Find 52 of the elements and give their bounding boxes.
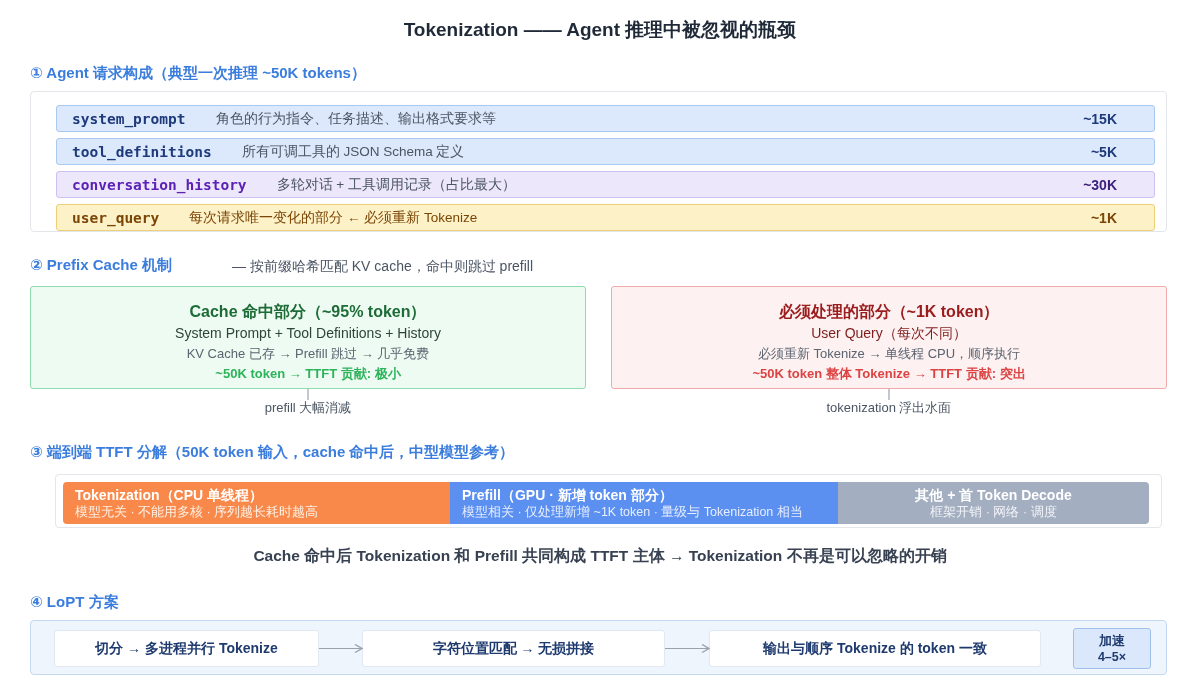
card-highlight: ~50K token 整体 Tokenize → TTFT 贡献: 突出 [752,365,1026,383]
caption-text: tokenization 浮出水面 [826,400,952,416]
section-note: — 按前缀哈希匹配 KV cache，命中则跳过 prefill [232,257,534,275]
field-name: tool_definitions [72,143,212,160]
summary-text: Cache 命中后 Tokenization 和 Prefill 共同构成 TTFT 主体 → Tokenization 不再是可以忽略的开销 [253,546,947,566]
card-highlight: ~50K token → TTFT 贡献: 极小 [215,365,401,383]
arrow [318,643,363,654]
bar-note: 框架开销 · 网络 · 调度 [930,503,1057,520]
card-heading: 必须处理的部分（~1K token） [778,302,1000,322]
card-heading: Cache 命中部分（~95% token） [189,302,427,322]
card-text: 必须重新 Tokenize → 单线程 CPU，顺序执行 [757,345,1021,363]
info-card [30,286,586,389]
page-title: Tokenization —— Agent 推理中被忽视的瓶颈 [403,18,797,42]
field-name: system_prompt [72,110,186,127]
bar-note: 模型无关 · 不能用多核 · 序列越长耗时越高 [75,503,320,520]
connector-line [307,388,309,401]
card-subheading: System Prompt + Tool Definitions + History [175,324,441,343]
step-box: 切分 → 多进程并行 Tokenize [54,630,319,667]
token-row [56,204,1155,231]
field-description: 每次请求唯一变化的部分 ← 必须重新 Tokenize [189,208,479,227]
section-heading: ① Agent 请求构成（典型一次推理 ~50K tokens） [30,63,366,83]
token-row [56,171,1155,198]
token-count: ~30K [1083,176,1117,193]
field-description: 所有可调工具的 JSON Schema 定义 [241,142,466,161]
card-text: KV Cache 已存 → Prefill 跳过 → 几乎免费 [186,345,430,363]
field-description: 角色的行为指令、任务描述、输出格式要求等 [215,109,497,128]
arrow [664,643,710,654]
timeline-bar [63,482,450,524]
section-heading: ③ 端到端 TTFT 分解（50K token 输入，cache 命中后，中型模型参考） [30,442,515,462]
bar-title: Prefill（GPU · 新增 token 部分） [462,486,674,504]
timeline-bar [838,482,1149,524]
token-count: ~1K [1090,209,1117,226]
field-name: conversation_history [72,176,247,193]
token-row [56,105,1155,132]
bar-title: Tokenization（CPU 单线程） [75,486,264,504]
bar-title: 其他 + 首 Token Decode [915,486,1072,504]
info-card [611,286,1167,389]
section-heading: ② Prefix Cache 机制 [30,255,172,275]
field-description: 多轮对话 + 工具调用记录（占比最大） [276,175,517,194]
token-count: ~15K [1083,110,1117,127]
result-box: 加速 4–5× [1073,628,1151,669]
bar-note: 模型相关 · 仅处理新增 ~1K token · 量级与 Tokenization 相当 [462,503,804,520]
section-heading: ④ LoPT 方案 [30,592,119,612]
field-name: user_query [72,209,160,226]
token-count: ~5K [1090,143,1117,160]
connector-line [888,388,890,401]
step-box: 输出与顺序 Tokenize 的 token 一致 [709,630,1041,667]
card-subheading: User Query（每次不同） [811,324,967,343]
token-row [56,138,1155,165]
step-box: 字符位置匹配 → 无损拼接 [362,630,665,667]
caption-text: prefill 大幅消减 [264,400,352,416]
timeline-bar [450,482,838,524]
